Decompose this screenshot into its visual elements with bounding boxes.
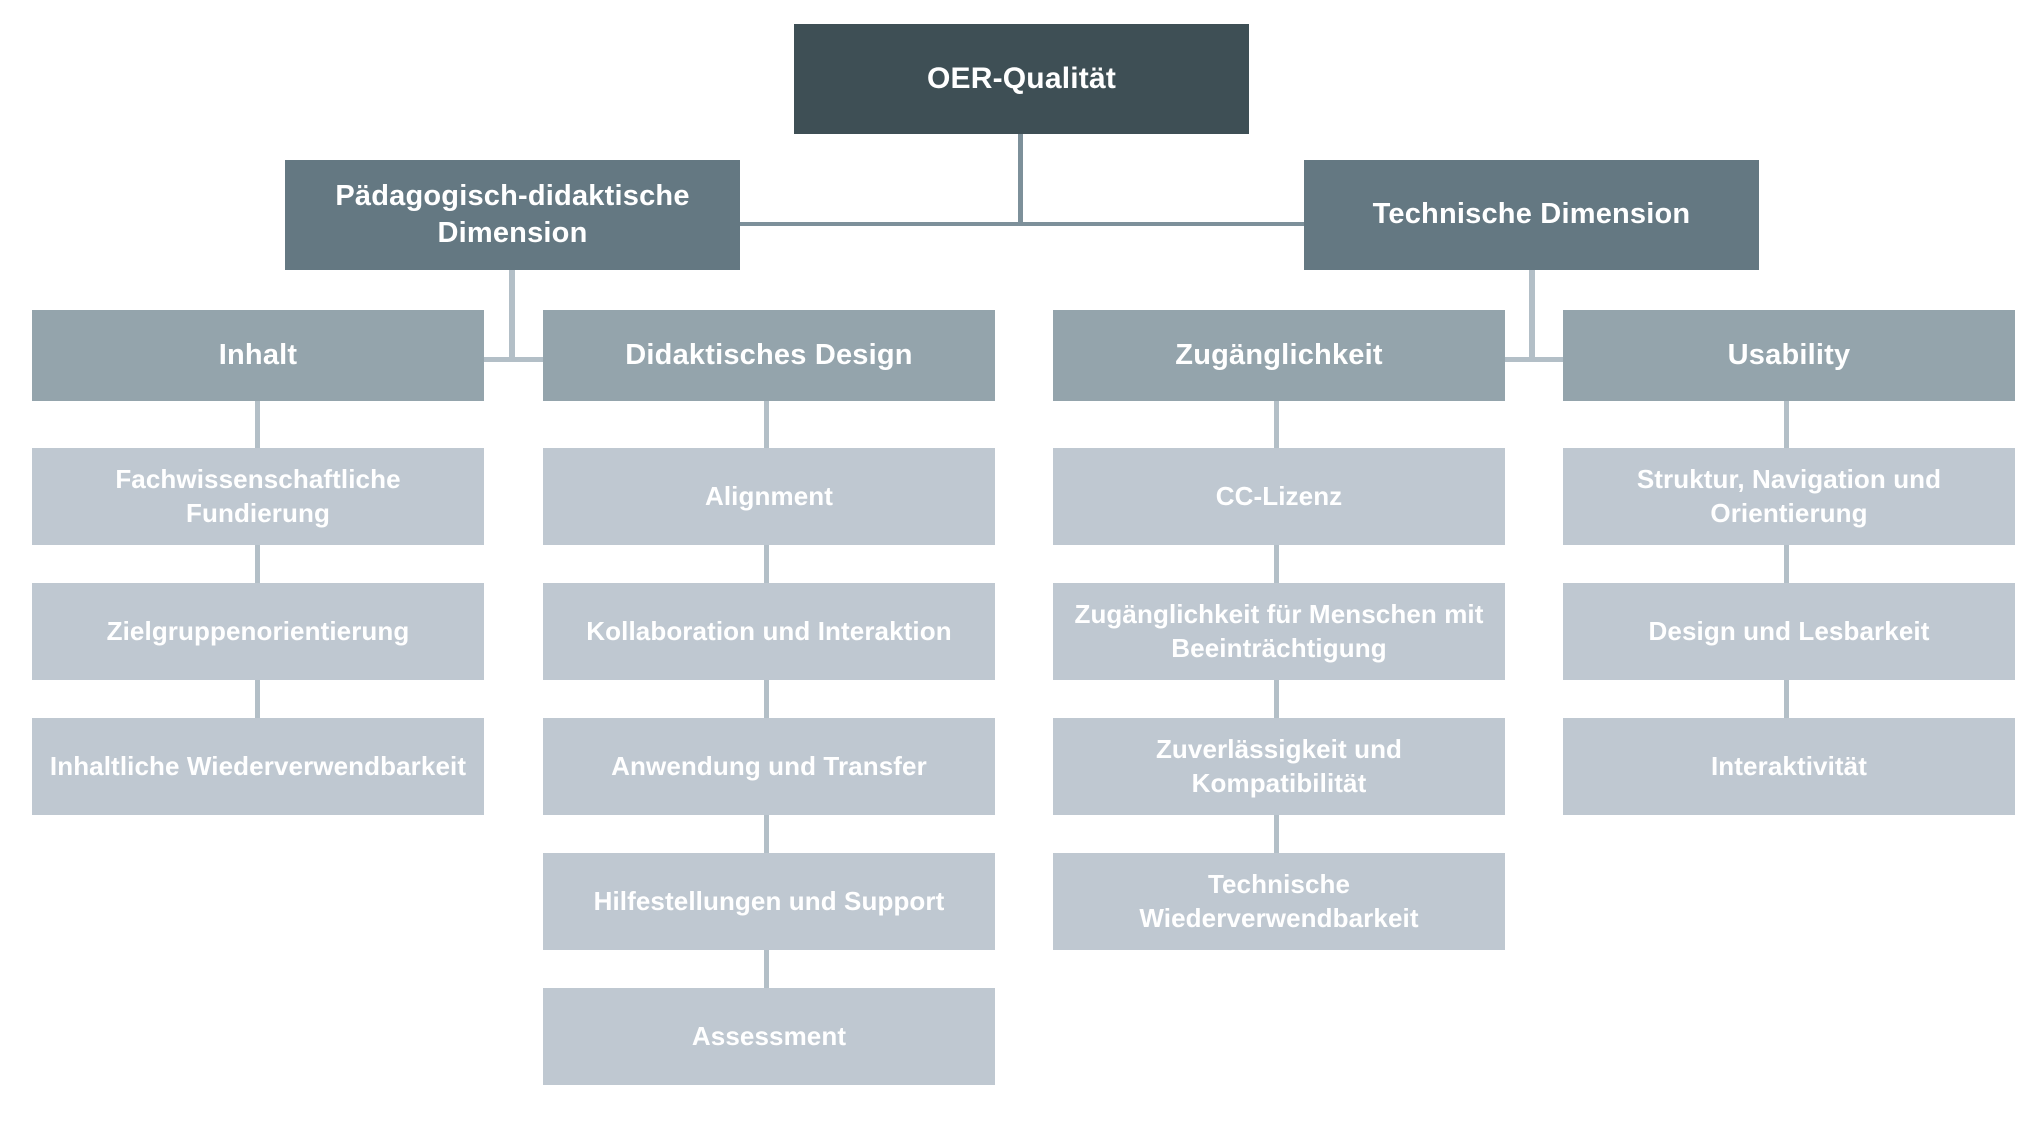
node-leaf-struktur-navigation-und-orientierung[interactable]: Struktur, Navigation und Orientierung bbox=[1563, 448, 2015, 545]
node-leaf-label: Kollaboration und Interaktion bbox=[586, 615, 952, 646]
node-leaf-label: Struktur, Navigation und Orientierung bbox=[1636, 464, 1942, 528]
node-leaf-fachwissenschaftliche-fundierung[interactable]: Fachwissenschaftliche Fundierung bbox=[32, 448, 484, 545]
node-leaf-label: Zielgruppenorientierung bbox=[106, 615, 410, 646]
node-leaf-anwendung-und-transfer[interactable]: Anwendung und Transfer bbox=[543, 718, 995, 815]
connector-technical-bus bbox=[1504, 357, 1564, 362]
node-leaf-label: CC-Lizenz bbox=[1215, 480, 1343, 511]
node-leaf-cc-lizenz[interactable]: CC-Lizenz bbox=[1053, 448, 1505, 545]
node-leaf-zuverlaessigkeit-und-kompatibilitaet[interactable]: Zuverlässigkeit und Kompatibilität bbox=[1053, 718, 1505, 815]
connector-root-bus bbox=[738, 222, 1306, 226]
node-category-zugaenglichkeit-label: Zugänglichkeit bbox=[1175, 338, 1383, 371]
node-leaf-label: Inhaltliche Wiederverwendbarkeit bbox=[49, 750, 467, 781]
node-category-inhalt-label: Inhalt bbox=[218, 338, 298, 371]
node-leaf-label: Hilfestellungen und Support bbox=[593, 885, 945, 916]
node-category-zugaenglichkeit[interactable]: Zugänglichkeit bbox=[1053, 310, 1505, 401]
connector-technical-stem bbox=[1529, 269, 1535, 361]
connector-chain-didaktisches-design bbox=[764, 400, 769, 990]
node-leaf-assessment[interactable]: Assessment bbox=[543, 988, 995, 1085]
node-root-label: OER-Qualität bbox=[926, 61, 1117, 95]
node-leaf-label: Alignment bbox=[704, 480, 833, 511]
node-leaf-kollaboration-und-interaktion[interactable]: Kollaboration und Interaktion bbox=[543, 583, 995, 680]
node-leaf-inhaltliche-wiederverwendbarkeit[interactable]: Inhaltliche Wiederverwendbarkeit bbox=[32, 718, 484, 815]
node-leaf-label: Fachwissenschaftliche Fundierung bbox=[115, 464, 401, 528]
node-leaf-alignment[interactable]: Alignment bbox=[543, 448, 995, 545]
node-leaf-technische-wiederverwendbarkeit[interactable]: Technische Wiederverwendbarkeit bbox=[1053, 853, 1505, 950]
connector-chain-usability bbox=[1784, 400, 1789, 720]
connector-root-stem bbox=[1018, 134, 1023, 226]
node-category-inhalt[interactable]: Inhalt bbox=[32, 310, 484, 401]
node-leaf-label: Zugänglichkeit für Menschen mit Beeinträ… bbox=[1074, 599, 1484, 663]
node-dimension-technical[interactable]: Technische Dimension bbox=[1304, 160, 1759, 270]
node-dimension-pedagogic-didactic[interactable]: Pädagogisch-didaktische Dimension bbox=[285, 160, 740, 270]
connector-pedagogic-stem bbox=[509, 269, 515, 361]
node-leaf-interaktivitaet[interactable]: Interaktivität bbox=[1563, 718, 2015, 815]
node-category-usability[interactable]: Usability bbox=[1563, 310, 2015, 401]
node-category-didaktisches-design-label: Didaktisches Design bbox=[625, 338, 913, 371]
node-leaf-label: Technische Wiederverwendbarkeit bbox=[1139, 869, 1419, 933]
node-category-didaktisches-design[interactable]: Didaktisches Design bbox=[543, 310, 995, 401]
connector-pedagogic-bus bbox=[484, 357, 544, 362]
node-dimension-pedagogic-didactic-label: Pädagogisch-didaktische Dimension bbox=[335, 179, 690, 249]
connector-chain-inhalt bbox=[255, 400, 260, 720]
node-leaf-label: Anwendung und Transfer bbox=[611, 750, 927, 781]
node-category-usability-label: Usability bbox=[1727, 338, 1851, 371]
node-leaf-label: Design und Lesbarkeit bbox=[1648, 615, 1930, 646]
node-dimension-technical-label: Technische Dimension bbox=[1372, 198, 1691, 231]
node-leaf-zugaenglichkeit-fuer-menschen-mit-beeintraechtigung[interactable]: Zugänglichkeit für Menschen mit Beeinträ… bbox=[1053, 583, 1505, 680]
node-leaf-label: Zuverlässigkeit und Kompatibilität bbox=[1155, 734, 1403, 798]
node-leaf-hilfestellungen-und-support[interactable]: Hilfestellungen und Support bbox=[543, 853, 995, 950]
node-leaf-design-und-lesbarkeit[interactable]: Design und Lesbarkeit bbox=[1563, 583, 2015, 680]
node-leaf-label: Interaktivität bbox=[1710, 750, 1867, 781]
node-root-oer-qualitaet[interactable]: OER-Qualität bbox=[794, 24, 1249, 134]
node-leaf-zielgruppenorientierung[interactable]: Zielgruppenorientierung bbox=[32, 583, 484, 680]
node-leaf-label: Assessment bbox=[691, 1020, 847, 1051]
